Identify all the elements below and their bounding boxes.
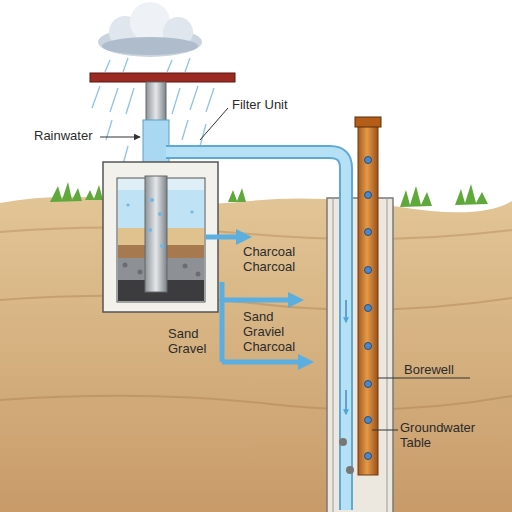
borewell-pipe bbox=[355, 117, 381, 475]
soil-stratum bbox=[0, 396, 512, 410]
part-label: Filter Unit bbox=[232, 97, 322, 112]
layer-label: Sand Gravel bbox=[168, 326, 220, 356]
layer-label: Sand Graviel Charcoal bbox=[243, 309, 303, 354]
flow-arrows bbox=[345, 300, 347, 414]
downpipe bbox=[146, 82, 166, 122]
part-label: Borewell bbox=[404, 362, 494, 377]
callout-arrowheads bbox=[236, 229, 314, 370]
filter-tank bbox=[103, 162, 218, 312]
leader-lines bbox=[100, 108, 470, 430]
soil-stratum bbox=[0, 296, 512, 310]
groundwater-dots bbox=[339, 438, 354, 474]
water-flow bbox=[166, 152, 346, 510]
part-label: Groundwater Table bbox=[400, 420, 492, 450]
part-label: Rainwater bbox=[34, 128, 114, 143]
rain-cloud bbox=[98, 2, 202, 57]
soil bbox=[0, 197, 512, 512]
layer-label: Charcoal Charcoal bbox=[243, 244, 307, 274]
water-pipe bbox=[166, 152, 346, 510]
soil-stratum bbox=[0, 227, 512, 239]
roof bbox=[90, 73, 235, 82]
